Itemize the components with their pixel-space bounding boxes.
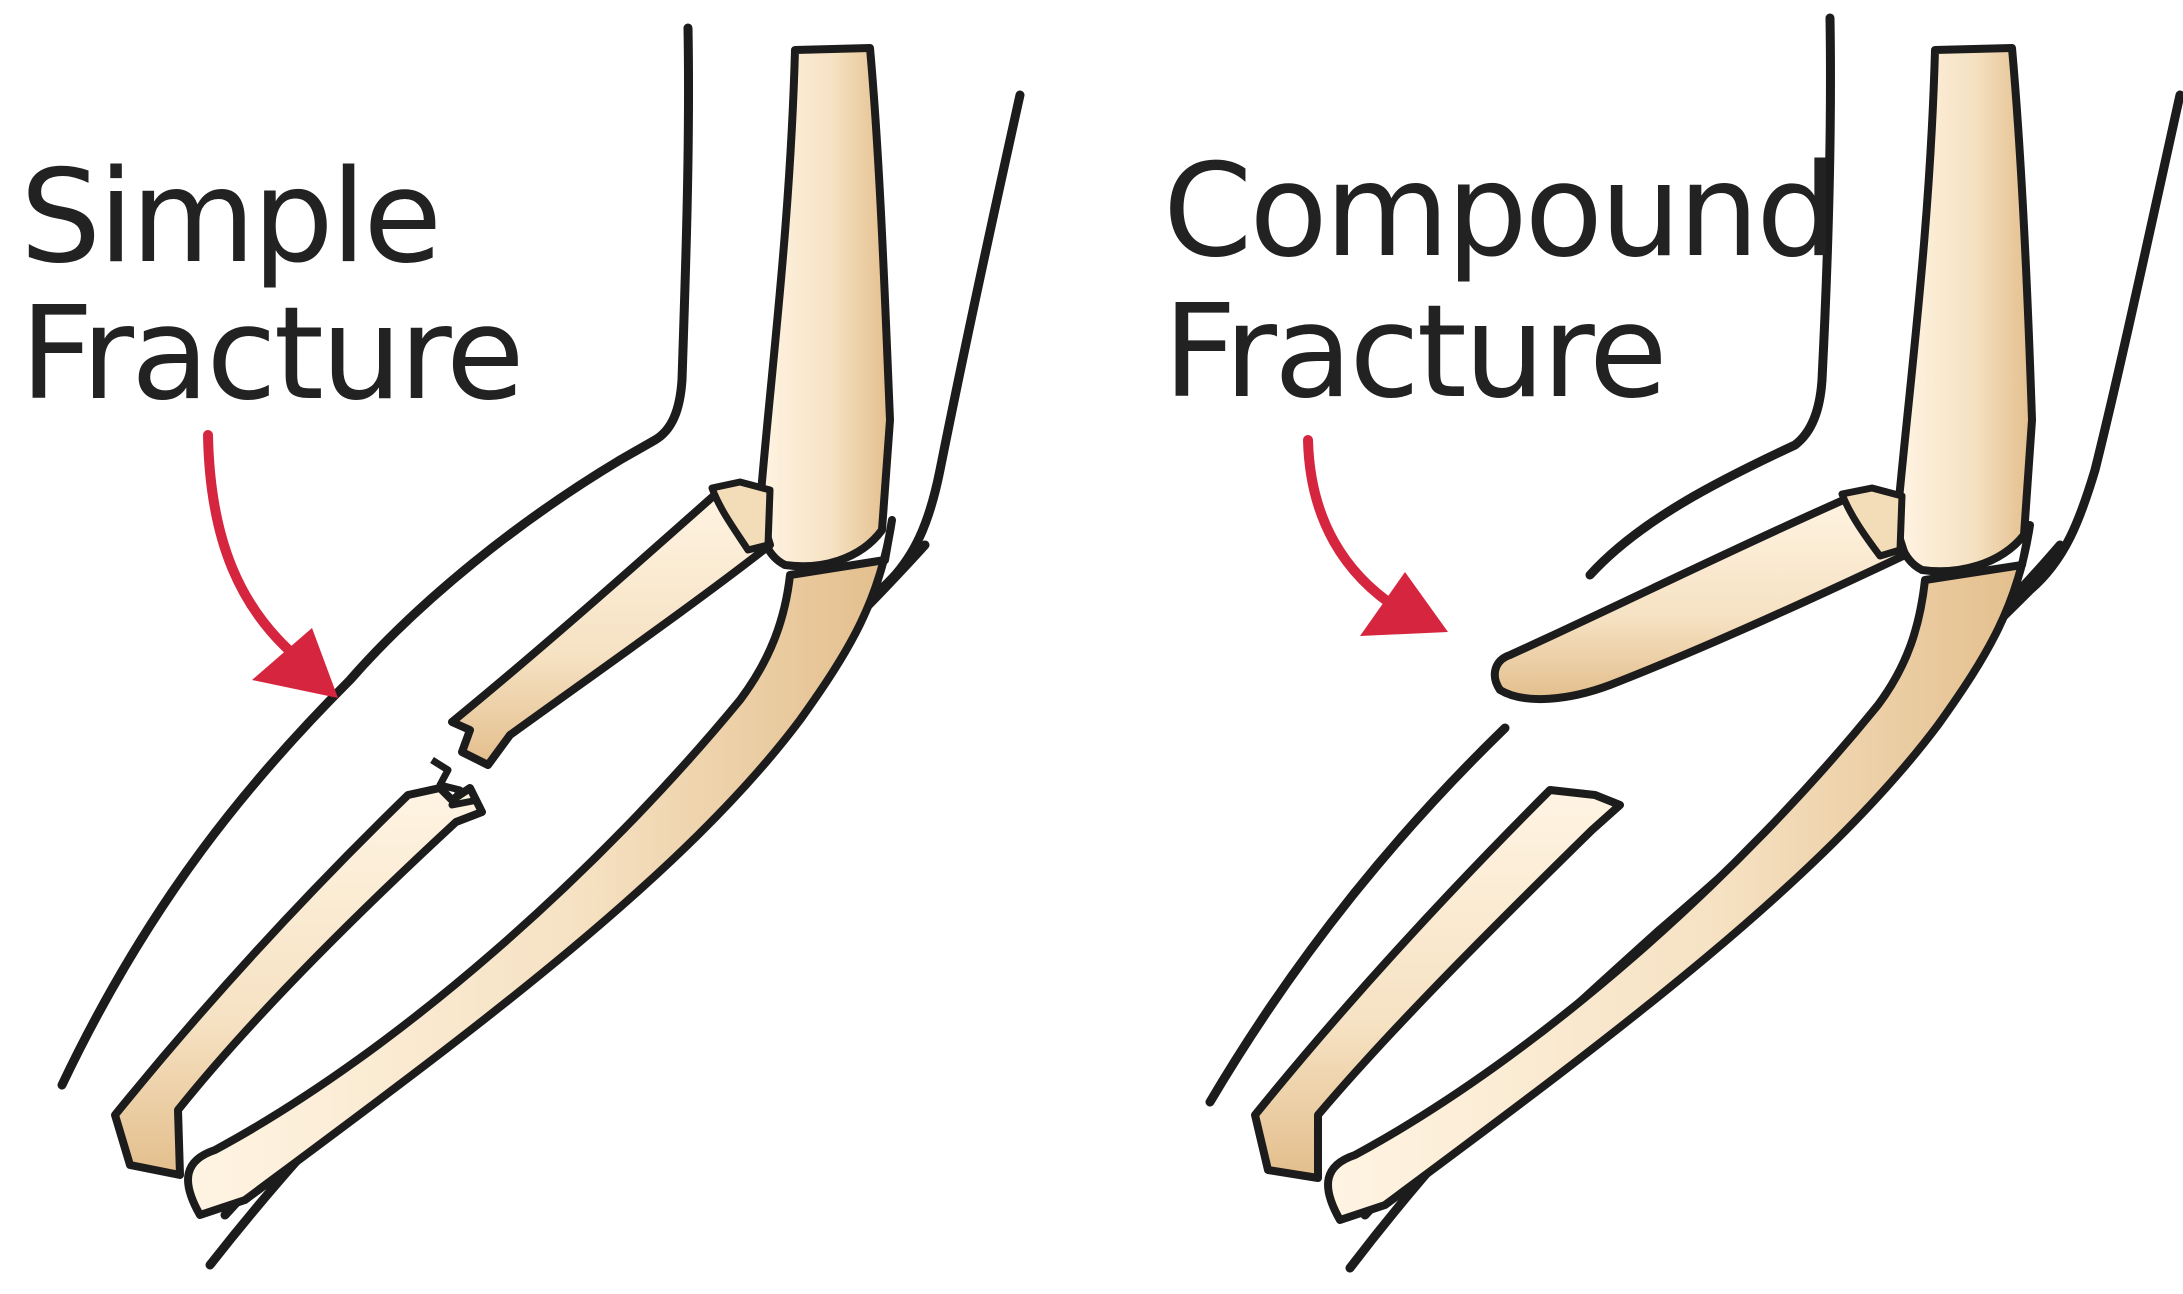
simple-radius-head [708, 478, 774, 554]
compound-radius-upper-fragment [1490, 488, 1909, 703]
compound-pointer-arrow [1303, 435, 1448, 636]
simple-radius-upper-fragment [448, 484, 774, 769]
simple-pointer-arrow [203, 430, 338, 698]
simple-fracture-label-line-1: Simple [20, 143, 442, 292]
compound-ulna-bone [1324, 521, 2034, 1224]
compound-skin-lower-edge [1205, 723, 1510, 1107]
simple-skin-inner-edge [57, 23, 694, 1090]
compound-humerus-bone [1893, 44, 2036, 576]
compound-fracture-label-line-1: Compound [1163, 137, 1837, 286]
simple-ulna-bone [184, 516, 896, 1219]
simple-humerus-bone [755, 44, 894, 571]
compound-fracture-label-line-2: Fracture [1163, 278, 1668, 427]
compound-fracture-panel [1205, 13, 2183, 1273]
compound-radius-head [1838, 484, 1906, 560]
simple-fracture-label-line-2: Fracture [20, 280, 525, 429]
compound-radius-lower-fragment [1251, 786, 1624, 1182]
compound-skin-inner-edge [1585, 13, 1836, 580]
simple-fracture-break-line [430, 757, 479, 809]
simple-radius-lower-fragment [111, 784, 486, 1179]
simple-fracture-panel [57, 23, 1025, 1270]
